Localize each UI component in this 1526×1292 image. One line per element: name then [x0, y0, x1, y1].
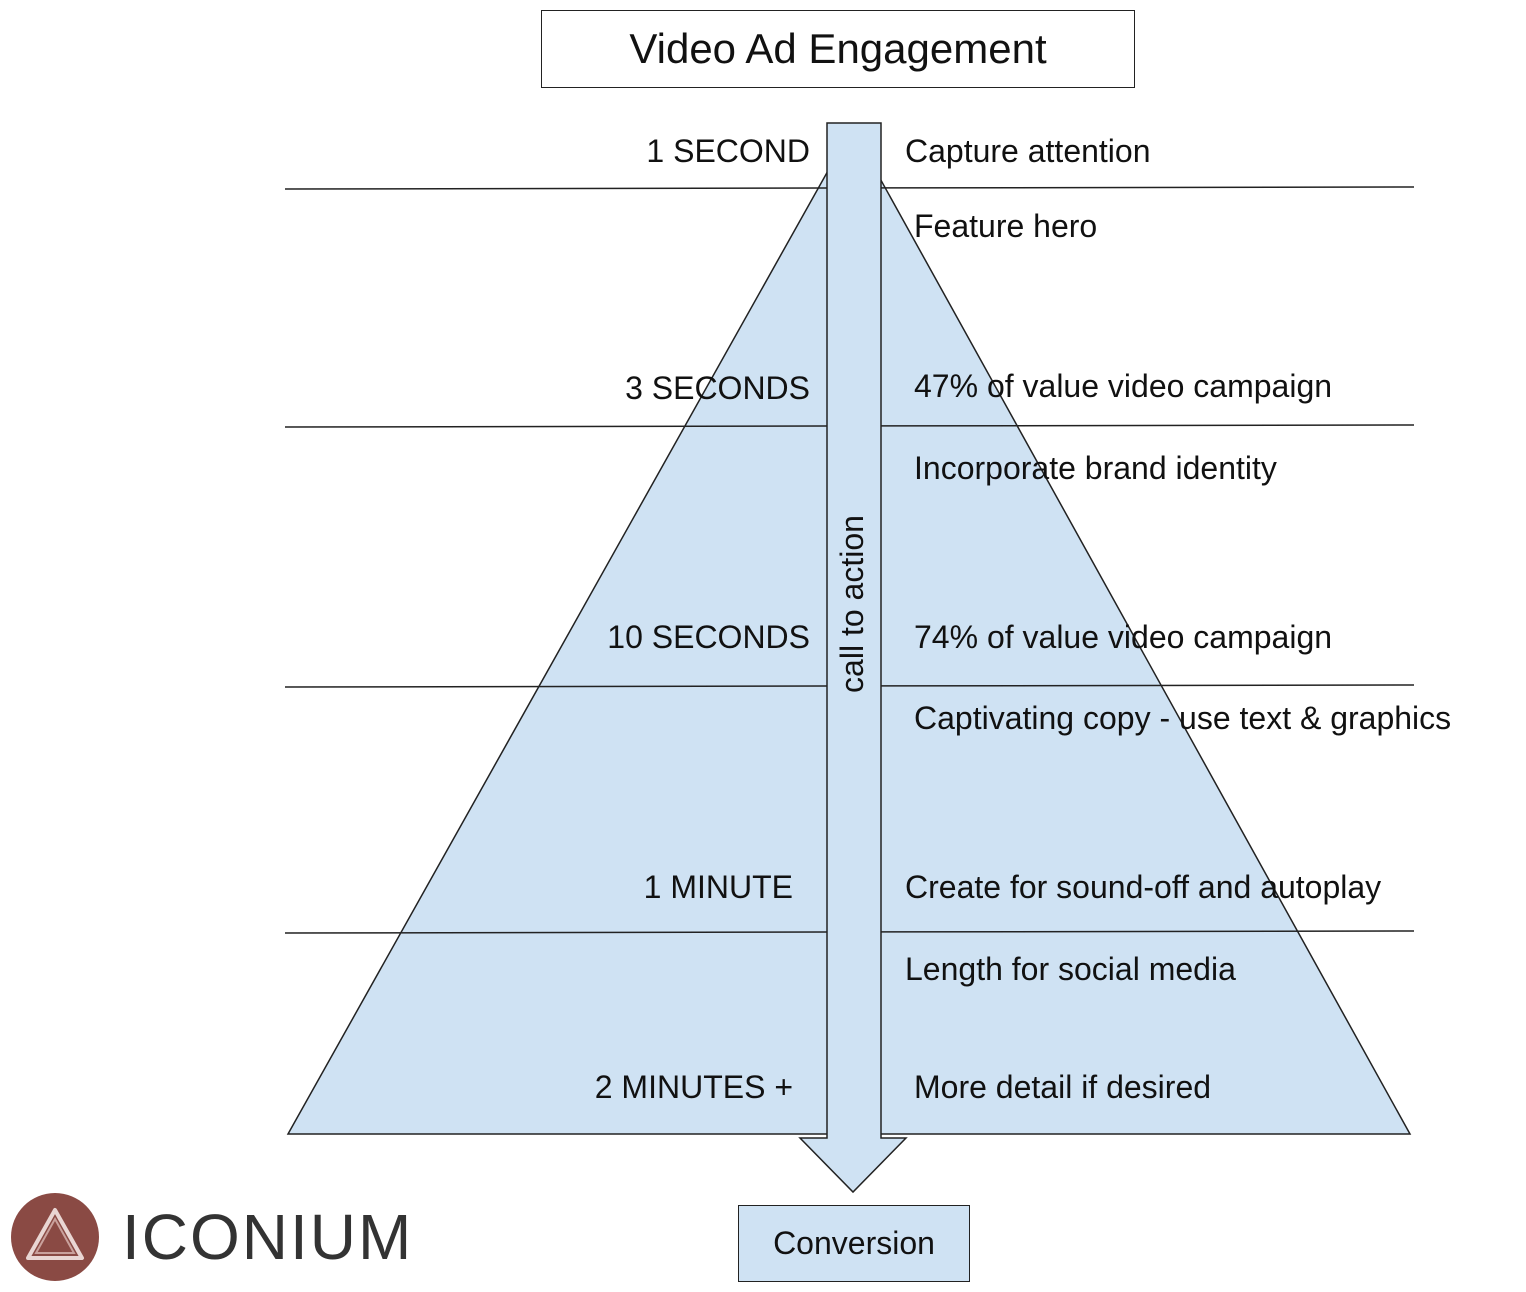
time-label: 2 MINUTES +	[594, 1069, 793, 1105]
time-label: 3 SECONDS	[625, 370, 810, 406]
diagram-title: Video Ad Engagement	[541, 10, 1135, 88]
note-label: Create for sound-off and autoplay	[905, 869, 1382, 905]
time-label: 10 SECONDS	[607, 619, 810, 655]
note-label: Feature hero	[914, 208, 1098, 244]
call-to-action-arrow	[798, 122, 908, 1194]
note-label: More detail if desired	[914, 1069, 1212, 1105]
time-label: 1 MINUTE	[643, 869, 793, 905]
brand-logo: ICONIUM	[10, 1192, 413, 1282]
logo-wordmark: ICONIUM	[122, 1201, 414, 1273]
time-label: 1 SECOND	[646, 133, 810, 169]
note-label: Captivating copy - use text & graphics	[914, 700, 1452, 736]
note-label: 47% of value video campaign	[914, 368, 1333, 404]
note-label: 74% of value video campaign	[914, 619, 1333, 655]
note-label: Length for social media	[905, 951, 1236, 987]
note-label: Incorporate brand identity	[914, 450, 1277, 486]
call-to-action-label: call to action	[834, 515, 870, 693]
note-label: Capture attention	[905, 133, 1151, 169]
conversion-box: Conversion	[738, 1205, 970, 1282]
logo-triangle-icon	[11, 1193, 99, 1281]
